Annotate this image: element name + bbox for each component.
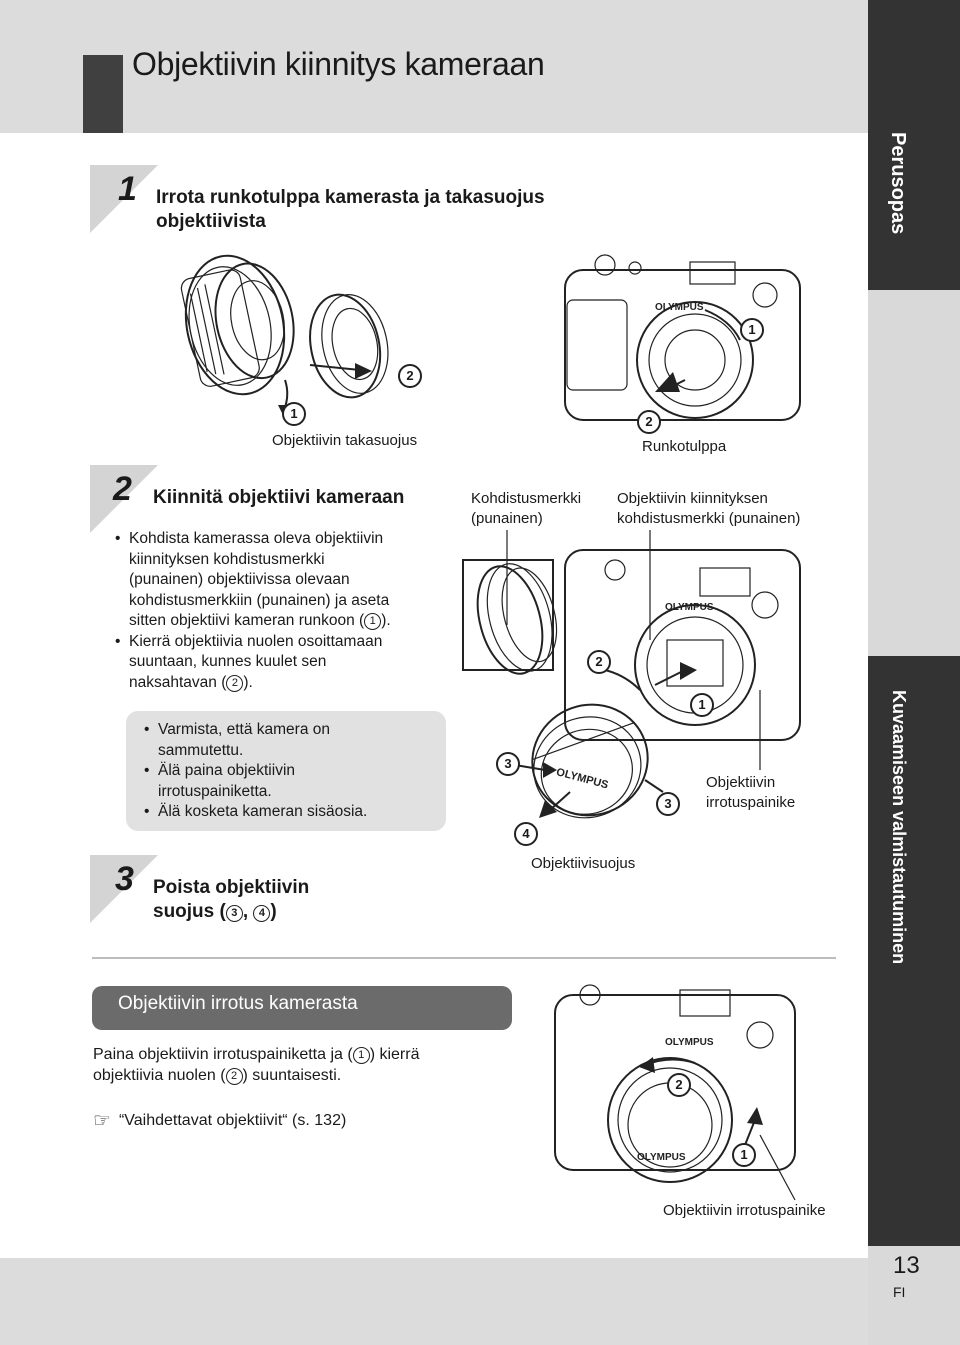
inline-marker-4: 4	[253, 905, 270, 922]
lens-rear-cap-illustration	[160, 245, 460, 445]
page-title: Objektiivin kiinnitys kameraan	[132, 46, 545, 83]
step1-title-line2: objektiivista	[156, 210, 545, 234]
cross-reference-text[interactable]: “Vaihdettavat objektiivit“ (s. 132)	[119, 1112, 346, 1130]
marker-2b: 2	[637, 410, 661, 434]
marker-1d: 1	[732, 1143, 756, 1167]
step2-bullet-1: Kohdista kamerassa oleva objektiivin kii…	[115, 529, 445, 632]
removal-text: Paina objektiivin irrotuspainiketta ja (…	[93, 1044, 419, 1086]
footer-band	[0, 1258, 868, 1345]
step2-number: 2	[113, 470, 132, 509]
step3-title: Poista objektiivin suojus (3, 4)	[153, 876, 309, 924]
section-divider	[92, 957, 836, 959]
caption-rear-cap: Objektiivin takasuojus	[272, 431, 417, 451]
step3-number: 3	[115, 860, 134, 899]
marker-1c: 1	[690, 693, 714, 717]
marker-1: 1	[282, 402, 306, 426]
inline-marker-2: 2	[226, 675, 243, 692]
pointing-hand-icon: ☞	[93, 1108, 111, 1133]
marker-2d: 2	[667, 1073, 691, 1097]
brand-text-3: OLYMPUS	[555, 766, 610, 791]
sidebar-dark-top	[868, 0, 960, 290]
label-lens-cap: Objektiivisuojus	[531, 854, 635, 874]
page-language: FI	[893, 1284, 905, 1300]
step1-number: 1	[118, 170, 137, 209]
inline-marker-1: 1	[364, 613, 381, 630]
marker-4: 4	[514, 822, 538, 846]
step2-bullets: Kohdista kamerassa oleva objektiivin kii…	[115, 529, 445, 693]
tab-kuvaamiseen-valmistautuminen[interactable]: Kuvaamiseen valmistautuminen	[888, 690, 909, 964]
step1-title-line1: Irrota runkotulppa kamerasta ja takasuoj…	[156, 186, 545, 210]
marker-3: 3	[496, 752, 520, 776]
label-release-button-2: Objektiivin irrotuspainike	[663, 1201, 826, 1221]
note-item-3: Älä kosketa kameran sisäosia.	[144, 802, 444, 823]
marker-1b: 1	[740, 318, 764, 342]
header-accent-block	[83, 55, 123, 133]
page-number: 13	[893, 1252, 920, 1280]
marker-2c: 2	[587, 650, 611, 674]
inline-marker-2b: 2	[226, 1068, 243, 1085]
inline-marker-3: 3	[226, 905, 243, 922]
removal-title: Objektiivin irrotus kamerasta	[118, 993, 358, 1015]
brand-text-5: OLYMPUS	[637, 1152, 686, 1163]
inline-marker-1b: 1	[353, 1047, 370, 1064]
step2-title: Kiinnitä objektiivi kameraan	[153, 486, 404, 510]
marker-3b: 3	[656, 792, 680, 816]
sidebar-dark-section	[868, 656, 960, 1246]
step1-title: Irrota runkotulppa kamerasta ja takasuoj…	[156, 186, 545, 234]
label-alignment-mark: Kohdistusmerkki(punainen)	[471, 489, 581, 529]
brand-text-4: OLYMPUS	[665, 1037, 714, 1048]
brand-text-2: OLYMPUS	[665, 602, 714, 613]
camera-body-cap-illustration: OLYMPUS	[555, 240, 815, 440]
caption-body-cap: Runkotulppa	[642, 437, 726, 457]
step2-bullet-2: Kierrä objektiivia nuolen osoittamaan su…	[115, 632, 445, 694]
brand-text-1: OLYMPUS	[655, 302, 704, 313]
cross-reference[interactable]: ☞ “Vaihdettavat objektiivit“ (s. 132)	[93, 1108, 346, 1133]
marker-2: 2	[398, 364, 422, 388]
tab-perusopas[interactable]: Perusopas	[886, 132, 909, 234]
